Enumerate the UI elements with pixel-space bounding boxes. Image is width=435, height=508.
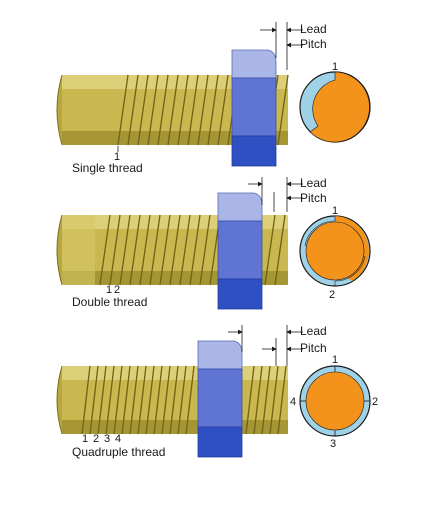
start-number-1: 1 xyxy=(106,284,112,296)
pitch-label: Pitch xyxy=(300,341,327,355)
face-number-1: 1 xyxy=(332,61,338,73)
face-number-3: 3 xyxy=(330,438,336,450)
face-number-2: 2 xyxy=(372,396,378,408)
end-view-circle xyxy=(299,71,371,143)
face-number-2: 2 xyxy=(329,289,335,301)
hex-nut xyxy=(217,192,263,310)
lead-pitch-dimension xyxy=(248,177,303,212)
start-number-1: 1 xyxy=(82,433,88,445)
thread-crests xyxy=(117,74,289,146)
pitch-label: Pitch xyxy=(300,37,327,51)
single-thread-panel: Lead Pitch 1 1 Single thread xyxy=(56,22,371,175)
double-thread-panel: Lead Pitch 1 2 1 2 Double thread xyxy=(56,176,371,310)
lead-label: Lead xyxy=(300,22,327,36)
hex-nut xyxy=(231,49,277,167)
panel-label-quadruple: Quadruple thread xyxy=(72,445,165,459)
start-number-2: 2 xyxy=(93,433,99,445)
lead-pitch-dimension xyxy=(260,22,303,70)
start-number-2: 2 xyxy=(114,284,120,296)
lead-label: Lead xyxy=(300,176,327,190)
end-view-circle xyxy=(299,365,371,437)
pitch-label: Pitch xyxy=(300,191,327,205)
start-number-4: 4 xyxy=(115,433,121,445)
hex-nut xyxy=(197,340,243,458)
end-view-circle xyxy=(299,215,371,287)
lead-label: Lead xyxy=(300,324,327,338)
face-number-1: 1 xyxy=(332,205,338,217)
lead-pitch-dimension xyxy=(228,325,303,366)
thread-crests xyxy=(81,365,287,435)
face-number-1: 1 xyxy=(332,354,338,366)
start-number-3: 3 xyxy=(104,433,110,445)
panel-label-double: Double thread xyxy=(72,295,147,309)
face-number-4: 4 xyxy=(290,396,296,408)
quadruple-thread-panel: Lead Pitch 1 2 3 4 1 2 3 4 Quadruple thr… xyxy=(56,324,378,459)
start-number-1: 1 xyxy=(114,151,120,163)
panel-label-single: Single thread xyxy=(72,161,143,175)
